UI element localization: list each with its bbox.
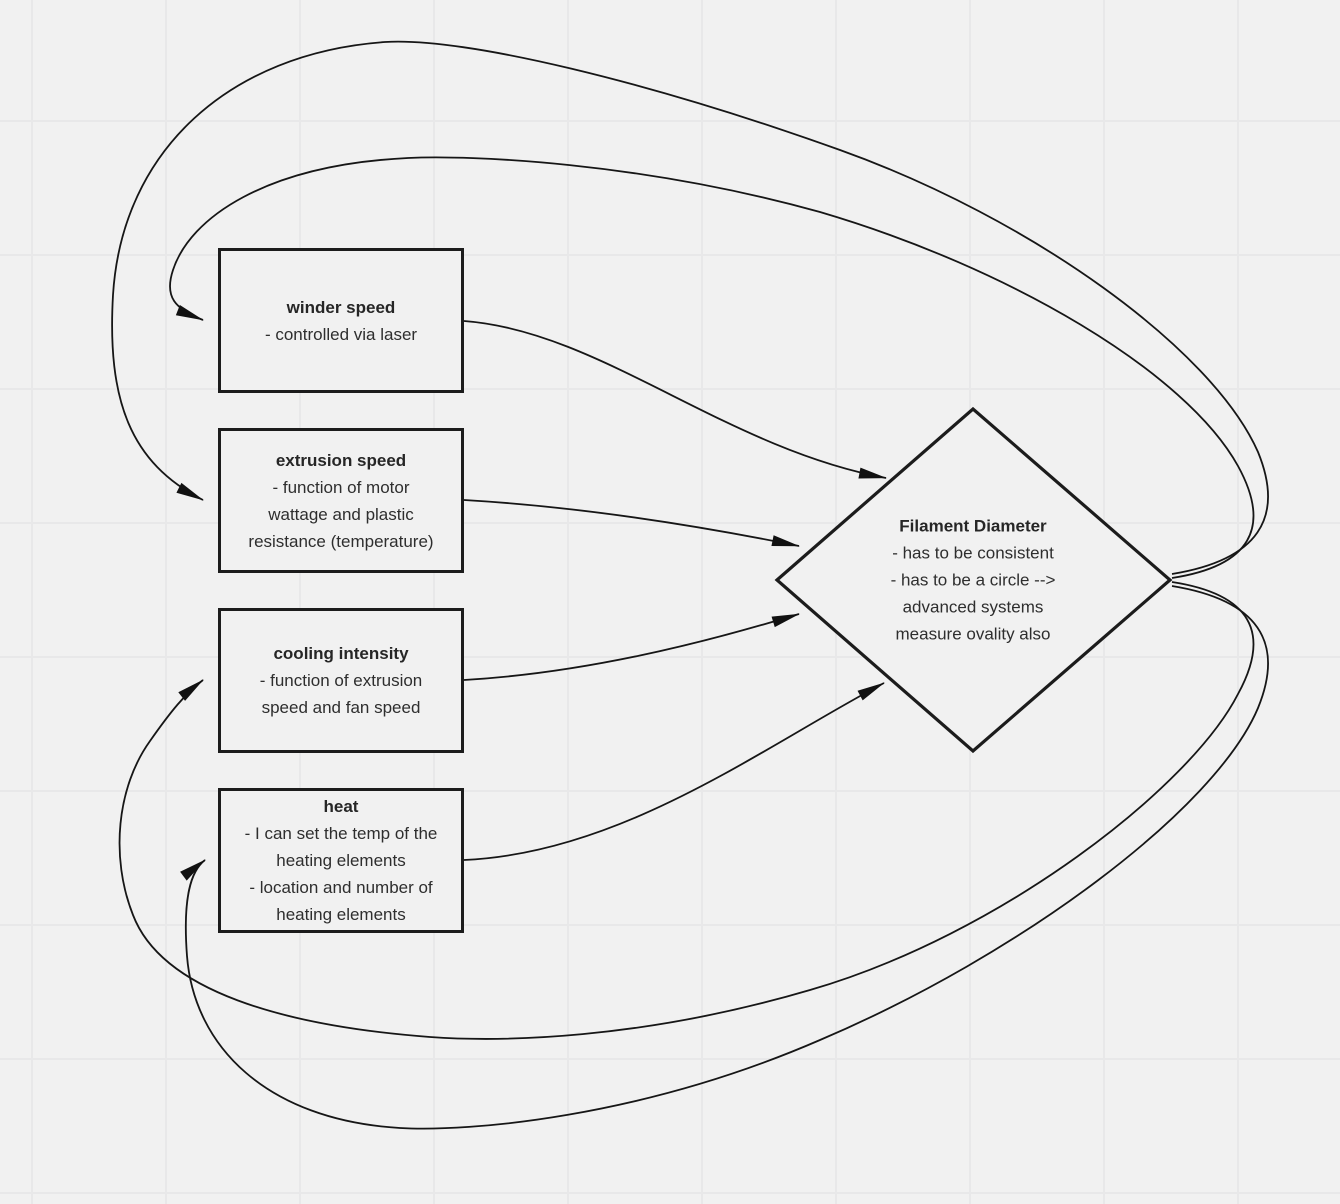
node-line: advanced systems xyxy=(902,597,1044,617)
edge-feedback-to-extrusion-speed[interactable] xyxy=(111,40,1269,575)
node-cooling-intensity[interactable]: cooling intensity - function of extrusio… xyxy=(218,608,464,753)
edge-extrusion-speed-to-filament-diameter[interactable] xyxy=(463,499,800,547)
edge-feedback-to-cooling-intensity[interactable] xyxy=(118,581,1255,1040)
node-line: - I can set the temp of the xyxy=(244,824,438,843)
node-line: resistance (temperature) xyxy=(248,531,434,551)
node-filament-diameter[interactable]: Filament Diameter - has to be consistent… xyxy=(843,513,1103,648)
node-line: - has to be consistent xyxy=(892,543,1054,563)
filament-diameter-diamond-shape[interactable] xyxy=(774,406,1173,754)
node-line: speed and fan speed xyxy=(261,698,421,717)
node-line: - controlled via laser xyxy=(264,324,418,344)
node-line: - function of extrusion xyxy=(259,671,423,690)
node-line: heating elements xyxy=(276,905,406,924)
node-title: heat xyxy=(323,797,359,816)
node-line: heating elements xyxy=(276,851,406,870)
node-line: - has to be a circle --> xyxy=(890,570,1056,590)
node-title: cooling intensity xyxy=(273,644,409,663)
node-line: wattage and plastic xyxy=(268,504,414,524)
node-extrusion-speed[interactable]: extrusion speed - function of motor watt… xyxy=(218,428,464,573)
edge-heat-to-filament-diameter[interactable] xyxy=(463,682,885,861)
node-title: winder speed xyxy=(286,297,396,317)
edge-feedback-to-winder-speed[interactable] xyxy=(169,156,1255,579)
node-line: - function of motor xyxy=(272,477,410,497)
edge-cooling-intensity-to-filament-diameter[interactable] xyxy=(463,613,800,681)
node-heat[interactable]: heat - I can set the temp of the heating… xyxy=(218,788,464,933)
node-title: extrusion speed xyxy=(275,450,407,470)
node-line: - location and number of xyxy=(249,878,433,897)
edge-feedback-to-heat[interactable] xyxy=(180,585,1269,1130)
node-winder-speed[interactable]: winder speed - controlled via laser xyxy=(218,248,464,393)
node-title: Filament Diameter xyxy=(899,516,1047,536)
node-line: measure ovality also xyxy=(895,624,1051,644)
edge-winder-speed-to-filament-diameter[interactable] xyxy=(463,320,887,479)
